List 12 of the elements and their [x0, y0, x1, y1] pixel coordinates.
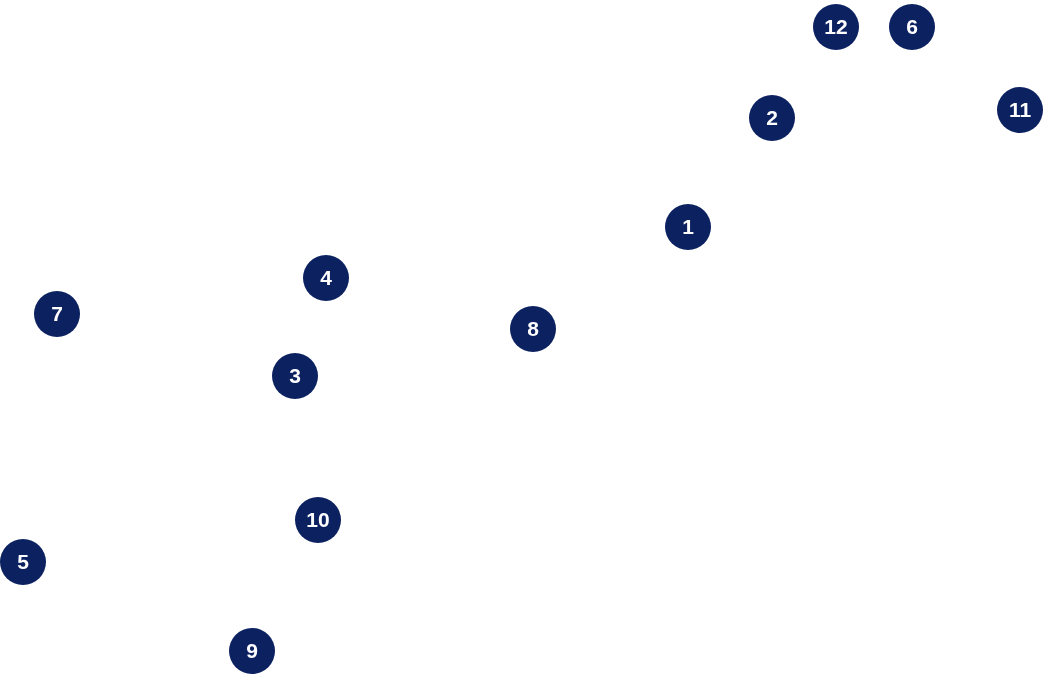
callout-number: 2: [749, 95, 795, 141]
callout-number: 9: [229, 628, 275, 674]
callout-number: 11: [997, 87, 1043, 133]
callout-number: 4: [303, 255, 349, 301]
callout-number: 1: [665, 204, 711, 250]
callout-number: 8: [510, 306, 556, 352]
callout-number: 3: [272, 353, 318, 399]
callout-number: 5: [0, 539, 46, 585]
callout-number: 12: [813, 4, 859, 50]
callout-number: 6: [889, 4, 935, 50]
callout-number: 10: [295, 497, 341, 543]
callout-number: 7: [34, 291, 80, 337]
